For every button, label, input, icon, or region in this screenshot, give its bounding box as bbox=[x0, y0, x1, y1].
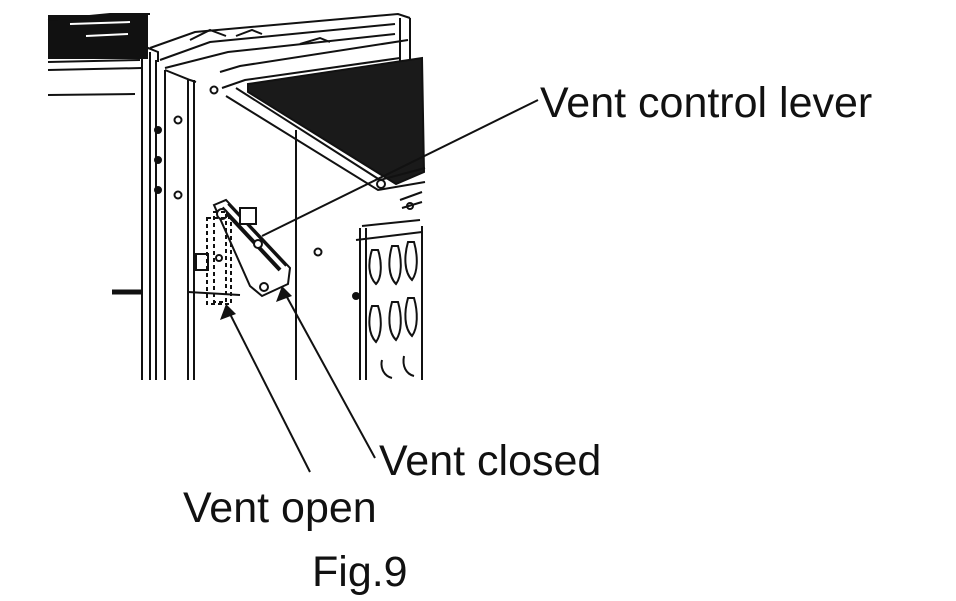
leader-vent-open bbox=[225, 305, 311, 473]
top-frame bbox=[149, 12, 411, 89]
side-panel bbox=[141, 46, 297, 380]
figure-caption: Fig.9 bbox=[312, 548, 408, 596]
label-vent-control-lever: Vent control lever bbox=[540, 79, 873, 127]
leader-arrowheads bbox=[220, 286, 292, 320]
leader-vent-closed bbox=[281, 287, 376, 459]
vent-open-position-outline bbox=[206, 217, 232, 305]
leader-lines bbox=[225, 99, 539, 473]
leader-vent-control-lever bbox=[261, 99, 539, 237]
label-vent-open: Vent open bbox=[183, 484, 377, 532]
vent-lever-assembly bbox=[112, 198, 292, 305]
cavity-edge bbox=[225, 87, 426, 210]
oven-cavity-panel bbox=[247, 56, 426, 186]
inner-wall bbox=[295, 130, 360, 380]
cabinet-top bbox=[47, 13, 150, 96]
label-vent-closed: Vent closed bbox=[379, 437, 602, 485]
heating-element bbox=[355, 219, 423, 380]
